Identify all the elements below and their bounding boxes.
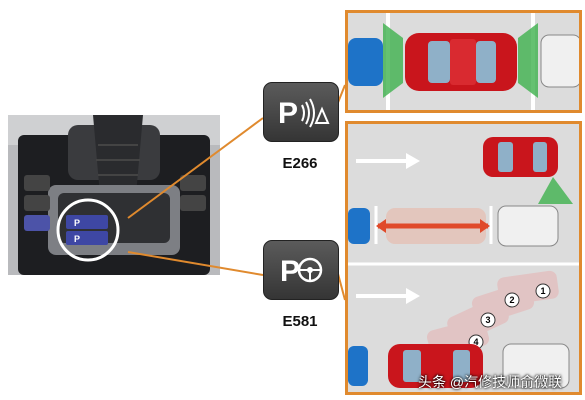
parked-car-right <box>540 34 579 88</box>
zoom-circle <box>56 198 120 262</box>
scan-field <box>538 177 573 204</box>
console-pdc-button <box>66 215 108 229</box>
svg-text:3: 3 <box>485 315 490 325</box>
e581-label: E581 <box>282 313 318 330</box>
svg-text:P: P <box>74 218 80 228</box>
parallel-parking-scene: 1 2 3 4 5 <box>345 121 582 395</box>
watermark: 头条 @汽修技师俞微联 <box>418 374 563 390</box>
svg-text:2: 2 <box>509 295 514 305</box>
gap-measurement-arrow <box>376 219 490 233</box>
parked-car-gap-left <box>348 208 370 244</box>
svg-text:P: P <box>280 255 300 288</box>
motion-arrow-1 <box>356 153 420 169</box>
svg-text:P: P <box>74 234 80 244</box>
parked-car-bottom-right <box>502 343 570 389</box>
parked-car-left <box>348 38 383 86</box>
parking-car <box>388 344 483 388</box>
motion-arrow-2 <box>356 288 420 304</box>
svg-text:P: P <box>278 97 298 130</box>
console-park-assist-button <box>66 231 108 245</box>
parking-sensor-scene <box>345 10 582 113</box>
scanning-car <box>483 137 558 177</box>
step-marker-3: 3 <box>480 312 496 328</box>
front-sensor-field <box>383 23 403 98</box>
parked-car-gap-right <box>497 205 559 247</box>
red-car <box>405 33 517 91</box>
svg-text:1: 1 <box>540 286 545 296</box>
svg-text:4: 4 <box>473 337 478 347</box>
e581-button: P <box>263 240 339 300</box>
parked-car-bottom-left <box>348 346 368 386</box>
rear-sensor-field <box>518 23 538 98</box>
step-marker-1: 1 <box>535 283 551 299</box>
park-distance-control-icon: P <box>278 97 330 130</box>
park-assist-icon: P <box>280 255 323 288</box>
step-marker-2: 2 <box>504 292 520 308</box>
e266-label: E266 <box>282 155 318 172</box>
e266-button: P <box>263 82 339 142</box>
center-console-photo: P P <box>8 115 220 275</box>
